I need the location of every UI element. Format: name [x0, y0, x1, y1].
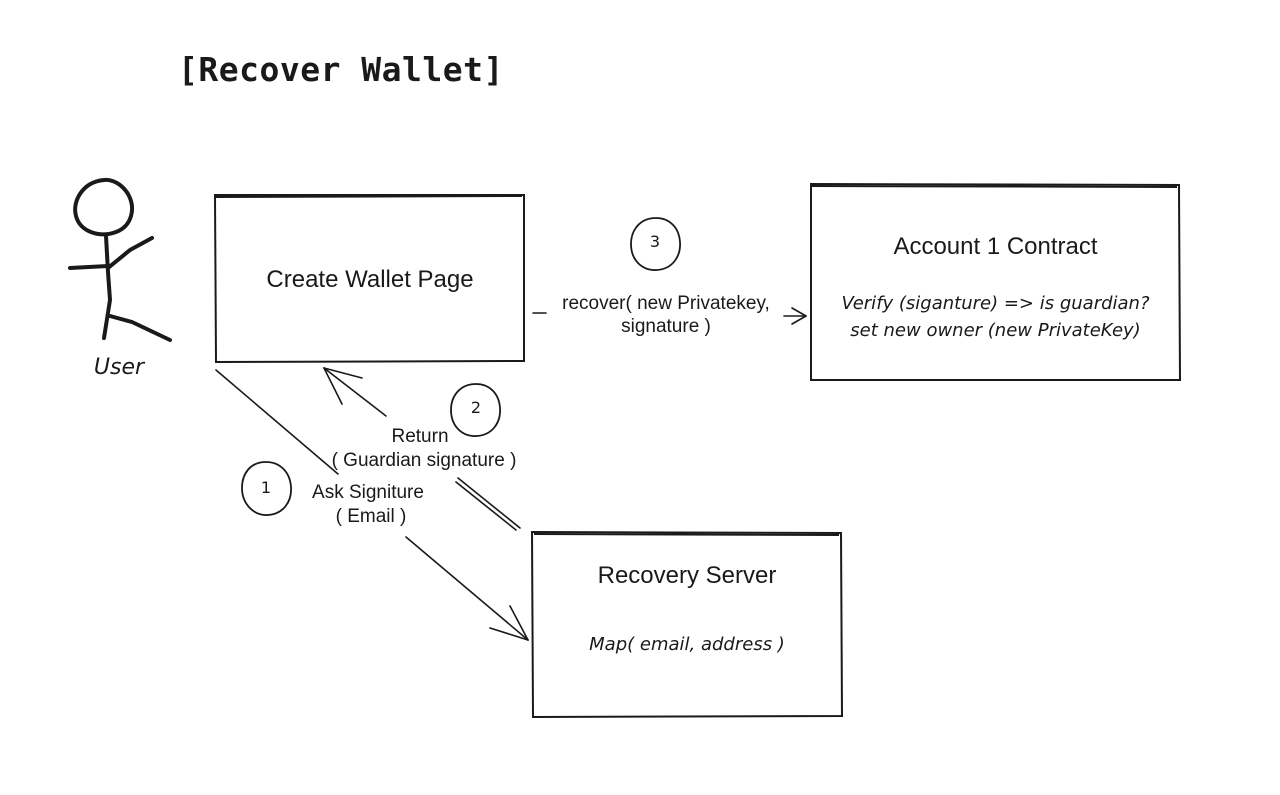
user-label: User — [93, 355, 145, 380]
recovery-server-box-outline — [530, 530, 844, 719]
step-circles — [241, 217, 681, 516]
step-1-sublabel: ( Email ) — [335, 506, 407, 527]
step-3-sublabel: signature ) — [621, 316, 711, 337]
step-2-label: Return — [391, 426, 449, 447]
account-contract-set-owner-text: set new owner (new PrivateKey) — [850, 320, 1141, 341]
create-wallet-page-box-outline — [213, 194, 525, 364]
account-contract-box-outline — [810, 182, 1182, 381]
step-1-number: 1 — [260, 478, 272, 497]
account-contract-verify-text: Verify (siganture) => is guardian? — [841, 293, 1150, 314]
step-3-circle — [630, 217, 681, 271]
create-wallet-page-label: Create Wallet Page — [266, 266, 474, 293]
step-1-circle — [241, 461, 292, 516]
user-figure-icon — [68, 177, 172, 342]
arrow-return-signature — [323, 367, 521, 531]
page-title: [Recover Wallet] — [178, 50, 504, 89]
step-2-circle — [450, 383, 501, 437]
step-1-label: Ask Signiture — [312, 482, 424, 503]
step-2-number: 2 — [470, 398, 482, 417]
arrow-ask-signature — [215, 369, 529, 641]
recovery-server-title: Recovery Server — [597, 562, 777, 589]
step-2-sublabel: ( Guardian signature ) — [331, 450, 517, 471]
account-contract-title: Account 1 Contract — [893, 233, 1098, 260]
step-3-label: recover( new Privatekey, — [562, 293, 770, 314]
arrow-recover — [532, 307, 807, 325]
step-3-number: 3 — [649, 232, 661, 251]
recovery-server-map-text: Map( email, address ) — [589, 634, 785, 655]
